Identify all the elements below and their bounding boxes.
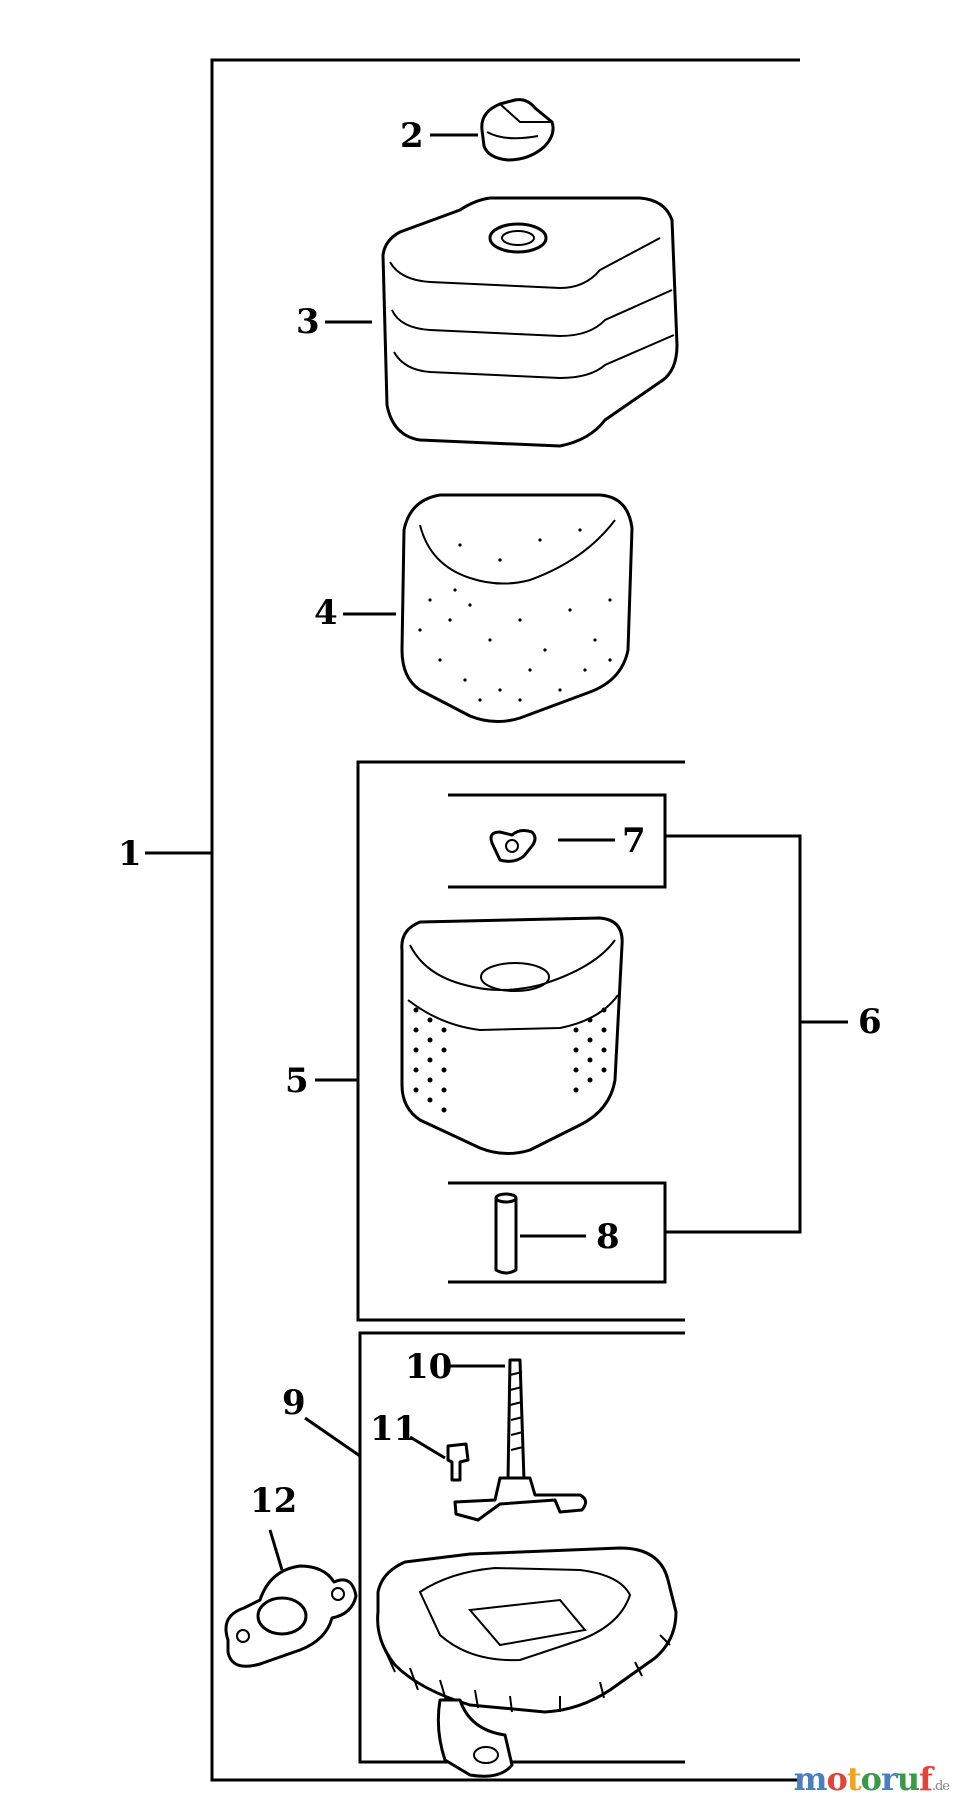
watermark-letter: o (826, 1760, 847, 1798)
callout-11: 11 (370, 1409, 417, 1449)
callout-5: 5 (285, 1061, 309, 1101)
air-cleaner-cover-part-3 (325, 196, 679, 448)
watermark-letter: r (880, 1760, 898, 1798)
assembly-bracket-5 (315, 760, 685, 1322)
callout-4: 4 (314, 593, 338, 633)
assembly-bracket-9 (304, 1331, 685, 1764)
air-cleaner-base-part-9 (376, 1546, 678, 1778)
callout-12: 12 (250, 1481, 297, 1521)
callout-9: 9 (282, 1383, 306, 1423)
watermark-letter: f (919, 1760, 933, 1798)
pleat-texture (413, 1007, 607, 1113)
gasket-part-12 (224, 1529, 358, 1668)
assembly-bracket-6 (448, 793, 848, 1284)
callout-1: 1 (118, 834, 142, 874)
assembly-bracket-1 (145, 58, 800, 1782)
watermark-letter: t (846, 1760, 862, 1798)
stud-bracket-part-10 (445, 1358, 587, 1522)
watermark-wordmark: motoruf (793, 1760, 933, 1798)
foam-texture (418, 528, 612, 702)
callout-6: 6 (858, 1002, 882, 1042)
watermark-letter: o (860, 1760, 882, 1798)
sleeve-part-8 (494, 1192, 586, 1275)
wing-knob-part-2 (430, 98, 555, 162)
watermark-letter: u (896, 1760, 920, 1798)
callout-10: 10 (405, 1347, 452, 1387)
callout-2: 2 (400, 116, 424, 156)
watermark-suffix: .de (931, 1779, 950, 1794)
callout-3: 3 (296, 302, 320, 342)
pre-cleaner-foam-part-4 (343, 493, 634, 723)
callout-8: 8 (596, 1217, 620, 1257)
wing-nut-part-7 (489, 829, 615, 863)
screw-part-11 (409, 1435, 470, 1482)
callout-7: 7 (622, 821, 646, 861)
site-watermark: motoruf.de (793, 1760, 950, 1798)
watermark-letter: m (793, 1760, 828, 1798)
paper-filter-element (400, 916, 624, 1155)
